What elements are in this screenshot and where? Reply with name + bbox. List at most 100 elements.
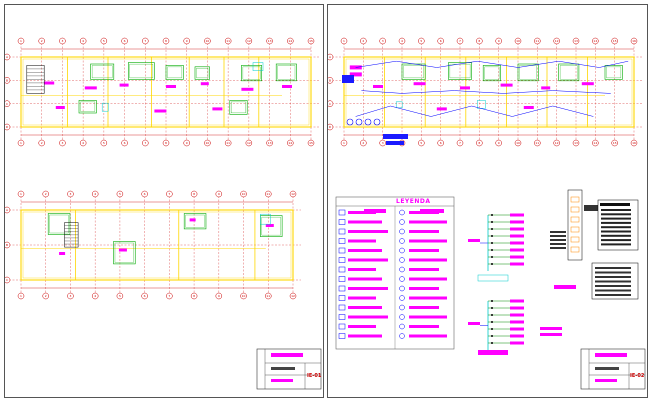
plan-electrical-furniture-inner-3 bbox=[519, 65, 537, 80]
plan-upper-bubble-top-6-label: 6 bbox=[124, 39, 126, 43]
legend-symbol-right-7 bbox=[399, 276, 405, 282]
plan-lower-furniture-2 bbox=[183, 213, 207, 230]
plan-electrical-bubble-bottom-10 bbox=[514, 139, 522, 147]
legend-desc-right-2 bbox=[409, 230, 439, 233]
plan-upper-bubble-bottom-2-label: 2 bbox=[41, 141, 43, 145]
plan-upper-bubble-left-C bbox=[5, 100, 11, 107]
plan-lower-furniture-0 bbox=[47, 213, 71, 235]
plan-upper-bubble-bottom-5 bbox=[100, 139, 108, 147]
plan-lower-bubble-bottom-1 bbox=[17, 292, 25, 300]
legend-symbol-right-3 bbox=[399, 238, 405, 244]
plan-upper-inner-wall bbox=[22, 58, 310, 126]
plan-lower-bubble-top-5 bbox=[116, 190, 124, 198]
plan-lower-bubble-bottom-1-label: 1 bbox=[20, 294, 22, 298]
plan-electrical-bubble-top-13-label: 13 bbox=[574, 39, 578, 43]
plan-lower-bubble-top-4-label: 4 bbox=[94, 192, 96, 196]
plan-upper-bubble-top-10-label: 10 bbox=[206, 39, 210, 43]
single-line-1-caption bbox=[477, 274, 509, 282]
plan-upper-bubble-top-3-label: 3 bbox=[61, 39, 63, 43]
legend-symbol-right-11 bbox=[399, 314, 405, 320]
legend-desc-right-9 bbox=[409, 296, 447, 300]
plan-electrical-furniture-inner-5 bbox=[606, 66, 622, 79]
plan-lower-bubble-bottom-11-label: 11 bbox=[266, 294, 270, 298]
legend-desc-left-9 bbox=[348, 296, 376, 300]
plan-upper-bubble-bottom-4-label: 4 bbox=[82, 141, 84, 145]
plan-lower-room-tag-0 bbox=[118, 248, 127, 252]
legend-symbol-right-5 bbox=[399, 257, 405, 263]
single-line-2-feeder-tag-3 bbox=[510, 320, 524, 324]
plan-upper-room-tag-0 bbox=[44, 81, 55, 85]
plan-lower-bubble-bottom-10-label: 10 bbox=[242, 294, 246, 298]
ground-detail-frame bbox=[567, 189, 583, 261]
plan-upper-bubble-bottom-8-label: 8 bbox=[165, 141, 167, 145]
notes-block-1-line-4 bbox=[601, 226, 631, 229]
plan-electrical-accent-1 bbox=[395, 101, 403, 109]
plan-lower-furniture-inner-2 bbox=[185, 214, 205, 228]
legend-desc-right-8 bbox=[409, 287, 439, 290]
plan-lower-bubble-left-B bbox=[5, 241, 11, 249]
legend-desc-right-3 bbox=[409, 239, 447, 243]
floor-plans-left: 1122334455667788991010111112121313141415… bbox=[5, 37, 322, 390]
plan-electrical-bubble-bottom-11 bbox=[534, 139, 541, 147]
plan-electrical-bubble-top-9-label: 9 bbox=[498, 39, 500, 43]
plan-electrical-bubble-top-15-label: 15 bbox=[613, 39, 617, 43]
plan-upper-bubble-top-5-label: 5 bbox=[103, 39, 105, 43]
single-line-1-breaker-1 bbox=[491, 221, 493, 223]
plan-lower-furniture-inner-0 bbox=[49, 214, 69, 234]
plan-lower-bubble-bottom-4 bbox=[91, 292, 99, 300]
plan-electrical-furniture-0 bbox=[401, 63, 426, 80]
plan-electrical-room-tag-7 bbox=[581, 82, 594, 86]
plan-upper-bubble-top-9-label: 9 bbox=[186, 39, 188, 43]
ground-detail-note-0 bbox=[550, 231, 566, 233]
title-block-left-field-2 bbox=[271, 379, 293, 382]
luminaire-3 bbox=[373, 118, 381, 126]
plan-lower-bubble-bottom-7 bbox=[166, 292, 173, 300]
plan-electrical-room-tag-9 bbox=[523, 106, 534, 109]
plan-electrical-bubble-top-7-label: 7 bbox=[459, 39, 461, 43]
legend-symbol-left-10 bbox=[338, 304, 346, 311]
legend-symbol-left-4 bbox=[338, 247, 346, 254]
plan-electrical-bubble-top-7 bbox=[456, 37, 464, 45]
plan-lower-bubble-left-C bbox=[5, 276, 11, 284]
plan-lower-furniture-3 bbox=[260, 215, 283, 237]
plan-electrical-bubble-top-16-label: 16 bbox=[632, 39, 636, 43]
plan-upper-bubble-left-B-label: B bbox=[6, 78, 8, 82]
plan-electrical-bubble-bottom-3-label: 3 bbox=[382, 141, 384, 145]
single-line-1-breaker-4 bbox=[491, 242, 493, 244]
ground-detail-element-0 bbox=[570, 196, 580, 203]
plan-electrical-bubble-bottom-7-label: 7 bbox=[459, 141, 461, 145]
plan-electrical-bubble-top-8 bbox=[476, 37, 483, 45]
plan-upper-furniture-6 bbox=[78, 100, 97, 114]
plan-lower-inner-wall bbox=[22, 211, 292, 279]
plan-lower-bubble-bottom-4-label: 4 bbox=[94, 294, 96, 298]
plan-electrical-room-tag-5 bbox=[500, 83, 513, 87]
plan-lower-bubble-top-10-label: 10 bbox=[242, 192, 246, 196]
plan-electrical-inner-wall bbox=[345, 58, 633, 126]
notes-block-2-line-1 bbox=[595, 271, 631, 274]
plan-upper-bubble-top-15 bbox=[307, 37, 315, 45]
plan-upper-bubble-top-4 bbox=[79, 37, 87, 45]
single-line-2-load-1 bbox=[540, 327, 562, 330]
plan-upper-bubble-left-D-label: D bbox=[6, 125, 9, 129]
plan-upper-bubble-bottom-12 bbox=[245, 139, 253, 147]
legend-desc-right-7 bbox=[409, 277, 447, 281]
plan-upper-bubble-top-4-label: 4 bbox=[82, 39, 84, 43]
plan-upper-bubble-left-C-label: C bbox=[6, 102, 8, 106]
plan-electrical-bubble-bottom-8-label: 8 bbox=[478, 141, 480, 145]
plan-upper-bubble-bottom-3 bbox=[59, 139, 66, 147]
sheet-right: 1122334455667788991010111112121313141415… bbox=[327, 4, 648, 398]
single-line-1-feeder-tag-7 bbox=[510, 262, 524, 266]
legend-desc-right-10 bbox=[409, 306, 439, 309]
plan-electrical-bubble-top-13 bbox=[572, 37, 580, 45]
plan-electrical-furniture-1 bbox=[448, 62, 472, 80]
plan-lower-bubble-top-4 bbox=[91, 190, 99, 198]
plan-upper-bubble-top-11-label: 11 bbox=[226, 39, 230, 43]
legend-title: LEYENDA bbox=[396, 198, 431, 205]
plan-lower-bubble-top-9-label: 9 bbox=[218, 192, 220, 196]
notes-block-2-line-4 bbox=[595, 285, 631, 287]
plan-electrical-room-tag-6 bbox=[541, 86, 551, 90]
notes-block-1-line-8 bbox=[601, 243, 631, 246]
legend-symbol-right-0 bbox=[399, 209, 405, 216]
legend-symbol-left-0 bbox=[338, 209, 346, 216]
plan-upper-bubble-top-11 bbox=[224, 37, 232, 45]
